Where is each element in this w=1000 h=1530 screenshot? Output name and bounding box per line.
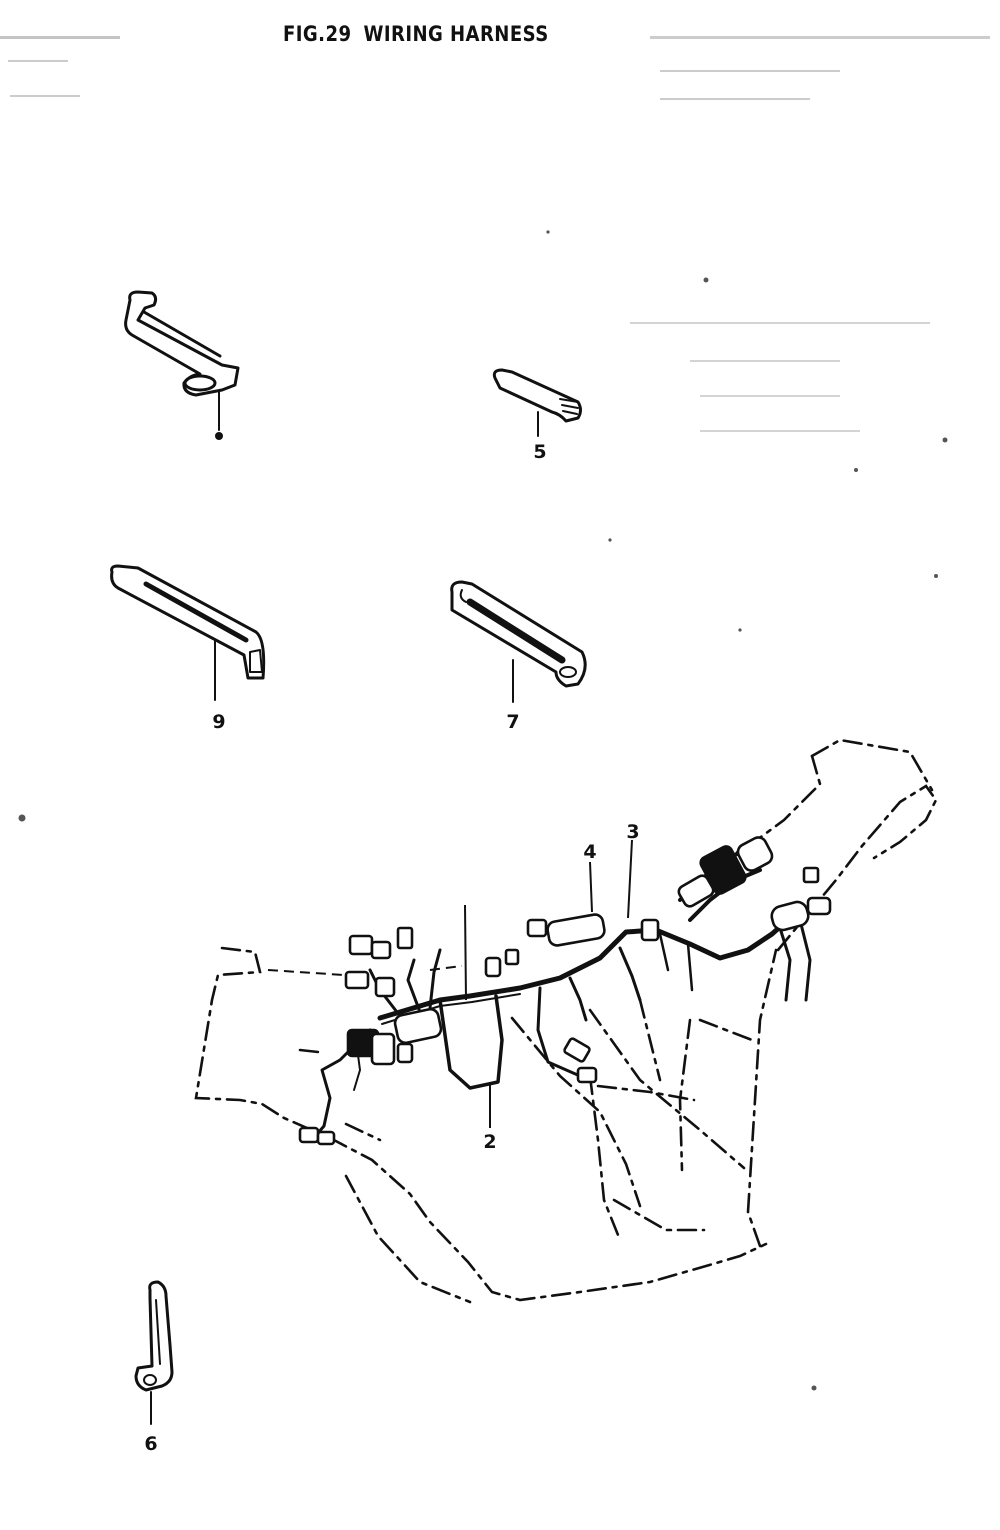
callout-labels: 5 9 7 4 3 2 6 xyxy=(144,441,639,1455)
wiring-harness-assembly[interactable] xyxy=(310,844,812,1142)
callout-2: 2 xyxy=(483,1131,496,1153)
part-5-clamp[interactable] xyxy=(492,368,582,437)
scan-noise xyxy=(0,36,990,1391)
callout-3: 3 xyxy=(626,821,639,843)
figure-name: WIRING HARNESS xyxy=(363,22,549,46)
callout-leaders xyxy=(267,839,633,1128)
part-7-clamp[interactable] xyxy=(450,580,587,703)
callout-5: 5 xyxy=(533,441,546,463)
part-8-clamp[interactable] xyxy=(124,290,240,440)
figure-label: FIG.29 xyxy=(283,22,352,46)
callout-9: 9 xyxy=(212,711,225,733)
frame-phantom-outline xyxy=(194,738,938,1304)
callout-7: 7 xyxy=(506,711,519,733)
part-6-clamp[interactable] xyxy=(134,1280,174,1425)
callout-6: 6 xyxy=(144,1433,157,1455)
figure-title: FIG.29 WIRING HARNESS xyxy=(283,22,561,46)
part-9-band[interactable] xyxy=(110,564,266,701)
callout-4: 4 xyxy=(583,841,596,863)
harness-connectors xyxy=(298,836,832,1146)
